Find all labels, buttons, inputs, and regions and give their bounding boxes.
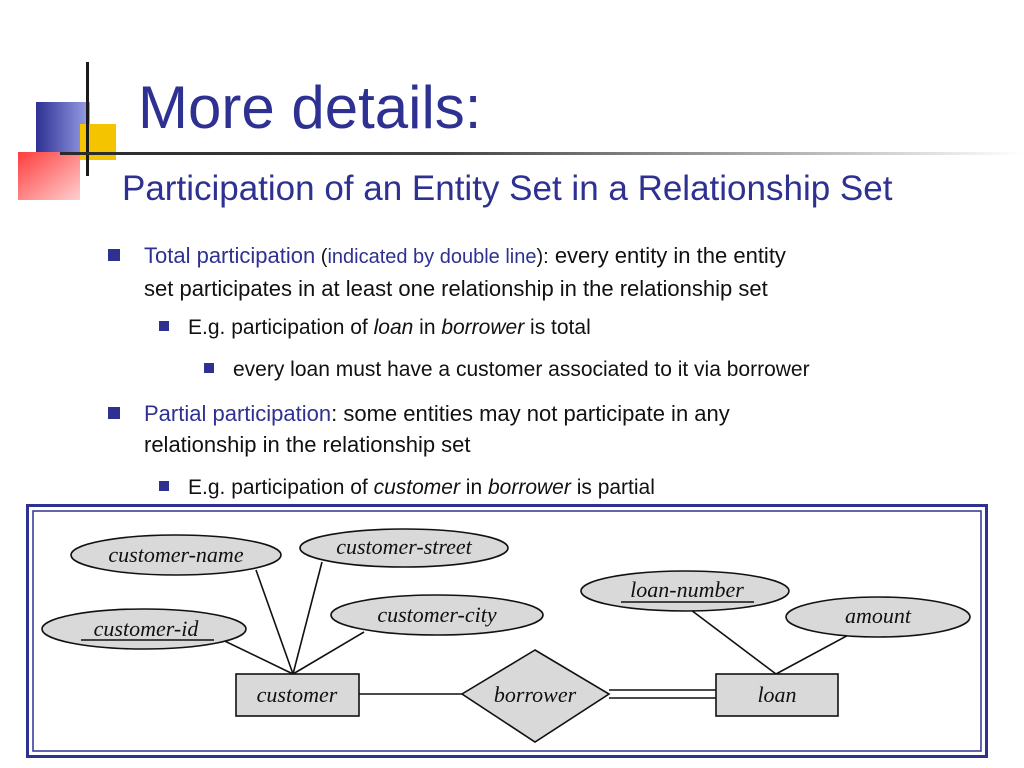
- bullet-total-example: E.g. participation of loan in borrower i…: [159, 312, 968, 343]
- bullet-square-icon: [204, 363, 214, 373]
- bullet-total-detail: every loan must have a customer associat…: [204, 354, 993, 385]
- bullet-square-icon: [108, 249, 120, 261]
- bullet-square-icon: [159, 321, 169, 331]
- deco-red-square: [18, 152, 80, 200]
- label-loan-number: loan-number: [630, 577, 744, 602]
- term-partial-participation: Partial participation: [144, 401, 332, 426]
- bullet-partial-example: E.g. participation of customer in borrow…: [159, 472, 968, 503]
- relationship-borrower: [460, 649, 611, 743]
- attr-loan-number: [580, 570, 790, 612]
- bullet-square-icon: [159, 481, 169, 491]
- line-name-customer: [255, 569, 294, 675]
- line-street-customer: [292, 561, 323, 675]
- label-customer-name: customer-name: [108, 542, 243, 567]
- label-amount: amount: [845, 603, 912, 628]
- double-line-note: indicated by double line: [327, 246, 537, 268]
- attr-customer-name: [70, 534, 282, 576]
- label-customer-id: customer-id: [94, 616, 200, 641]
- entity-customer: [235, 673, 360, 717]
- attr-customer-city: [330, 594, 544, 636]
- attr-amount: [785, 596, 971, 638]
- entity-loan: [715, 673, 839, 717]
- bullet-partial-participation: Partial participation: some entities may…: [108, 398, 974, 460]
- slide-title: More details:: [138, 74, 482, 141]
- deco-vertical-line: [86, 62, 89, 176]
- label-entity-customer: customer: [257, 682, 338, 707]
- diagram-inner-frame: [32, 510, 982, 752]
- label-customer-city: customer-city: [377, 602, 497, 627]
- attr-customer-street: [299, 528, 509, 568]
- line-number-loan: [690, 609, 777, 675]
- attr-customer-id: [41, 608, 247, 650]
- label-entity-loan: loan: [757, 682, 796, 707]
- term-total-participation: Total participation: [144, 243, 316, 268]
- title-divider: [60, 152, 1024, 155]
- bullet-total-participation: Total participation (indicated by double…: [108, 240, 974, 304]
- bullet-square-icon: [108, 407, 120, 419]
- line-city-customer: [292, 631, 365, 675]
- line-amount-loan: [775, 631, 855, 675]
- label-relationship-borrower: borrower: [494, 682, 577, 707]
- label-customer-street: customer-street: [336, 534, 472, 559]
- er-diagram: customer-name customer-street customer-i…: [26, 504, 988, 758]
- slide-subtitle: Participation of an Entity Set in a Rela…: [122, 169, 893, 208]
